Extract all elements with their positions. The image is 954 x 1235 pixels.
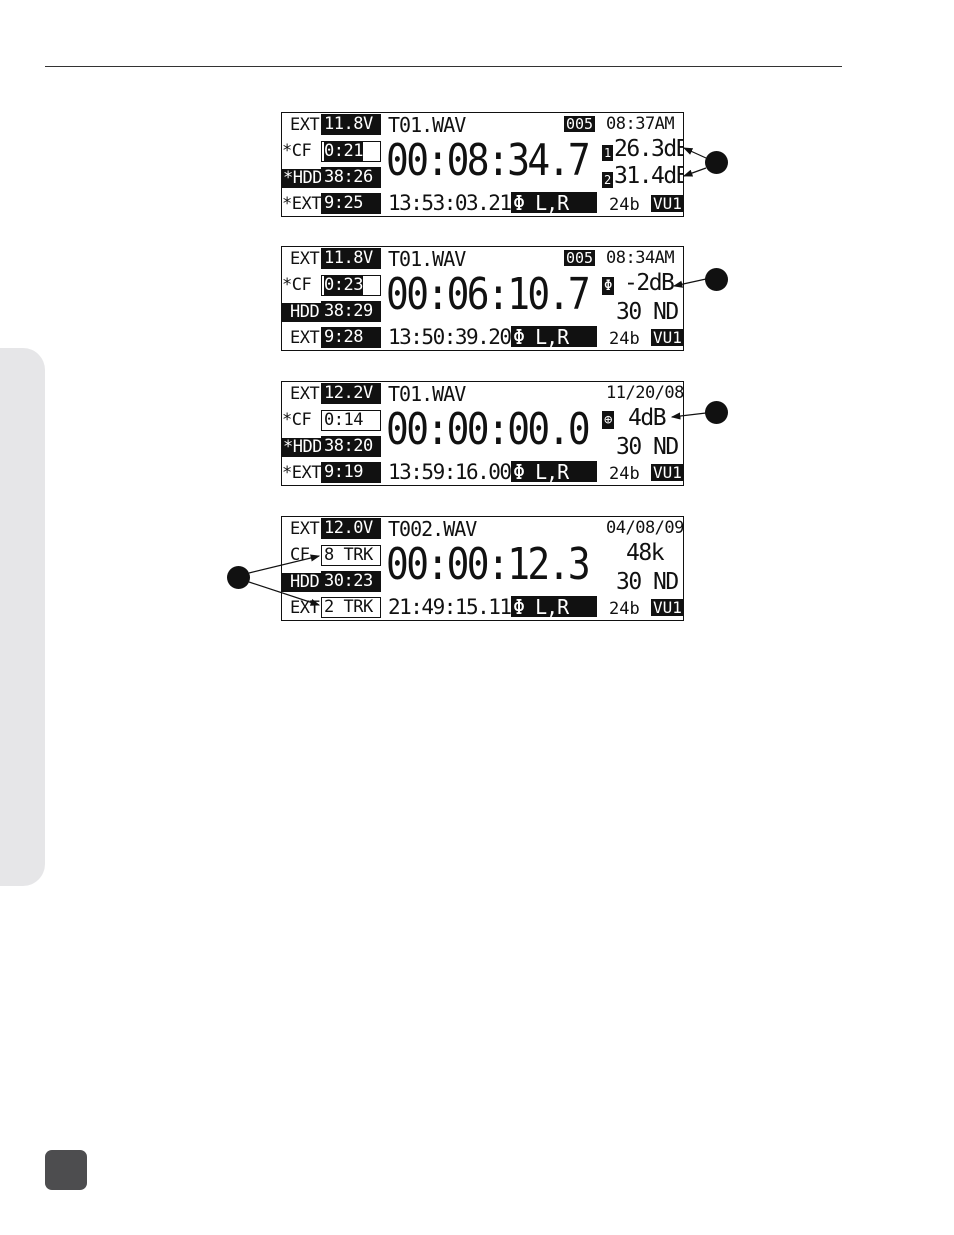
source-label: *HDD xyxy=(282,168,323,188)
lcd-screen-3: EXT 12.2V T01.WAV 11/20/08 *CF 0:14 *HDD… xyxy=(281,381,684,486)
timecode: 13:53:03.21 xyxy=(388,191,512,215)
lcd-screen-2: EXT 11.8V T01.WAV 005 08:34AM *CF 0:23 H… xyxy=(281,246,684,351)
vu-mode: VU1 xyxy=(651,194,683,213)
callout-marker xyxy=(705,151,728,174)
callout-arrow xyxy=(682,167,707,177)
phase-badge: Φ xyxy=(602,277,615,295)
source-label: EXT xyxy=(290,249,320,269)
header-rule xyxy=(45,66,842,67)
media-remaining: 30:23 xyxy=(321,571,381,592)
sample-rate-readout: 48k xyxy=(626,540,665,566)
source-label: EXT xyxy=(290,328,320,348)
media-remaining: 38:26 xyxy=(321,167,381,188)
source-label: HDD xyxy=(282,303,328,322)
source-label: *EXT xyxy=(282,194,321,214)
take-counter: 005 xyxy=(564,249,596,267)
battery-voltage: 11.8V xyxy=(321,248,381,269)
timecode: 13:59:16.00 xyxy=(388,460,512,484)
media-remaining: 38:29 xyxy=(321,301,381,322)
bit-depth: 24b xyxy=(609,599,640,619)
monitor-mode: Φ L,R xyxy=(511,461,597,482)
filter-readout: 30 ND xyxy=(616,569,679,595)
source-label: *CF xyxy=(282,141,312,161)
bit-depth: 24b xyxy=(609,329,640,349)
source-label: EXT xyxy=(290,519,320,539)
date: 04/08/09 xyxy=(606,518,684,538)
vu-mode: VU1 xyxy=(651,328,683,347)
linked-channels-badge: ⊕ xyxy=(602,411,615,429)
filter-readout: 30 ND xyxy=(616,299,679,325)
channel-badge: 1 xyxy=(602,145,614,161)
channel-badge: 2 xyxy=(602,172,614,188)
vu-mode: VU1 xyxy=(651,463,683,482)
track-count: 8 TRK xyxy=(321,545,381,566)
timecode: 21:49:15.11 xyxy=(388,595,512,619)
battery-voltage: 11.8V xyxy=(321,114,381,135)
media-remaining: 0:23 xyxy=(321,275,381,296)
elapsed-time: 00:06:10.7 xyxy=(386,269,591,320)
clock: 08:34AM xyxy=(606,248,675,268)
level-readout: -2dB xyxy=(624,270,675,296)
source-label: *HDD xyxy=(282,437,323,457)
track-count: 2 TRK xyxy=(321,597,381,618)
media-remaining: 0:14 xyxy=(321,410,381,431)
media-remaining: 9:19 xyxy=(321,462,381,483)
monitor-mode: Φ L,R xyxy=(511,192,597,213)
callout-arrow xyxy=(682,147,707,159)
date: 11/20/08 xyxy=(606,383,684,403)
filename: T01.WAV xyxy=(388,247,466,271)
media-remaining: 9:25 xyxy=(321,193,381,214)
clock: 08:37AM xyxy=(606,114,675,134)
filename: T01.WAV xyxy=(388,382,466,406)
lcd-screen-4: EXT 12.0V T002.WAV 04/08/09 CF 8 TRK HDD… xyxy=(281,516,684,621)
take-counter: 005 xyxy=(564,115,596,133)
source-label: *EXT xyxy=(282,463,321,483)
source-label: CF xyxy=(290,545,310,565)
page-number-box xyxy=(45,1150,87,1190)
elapsed-time: 00:00:00.0 xyxy=(386,404,591,455)
battery-voltage: 12.2V xyxy=(321,383,381,404)
filter-readout: 30 ND xyxy=(616,434,679,460)
source-label: EXT xyxy=(290,115,320,135)
media-remaining: 38:20 xyxy=(321,436,381,457)
callout-marker xyxy=(705,401,728,424)
level-readout: 4dB xyxy=(628,405,667,431)
source-label: EXT xyxy=(290,598,320,618)
media-remaining: 9:28 xyxy=(321,327,381,348)
filename: T002.WAV xyxy=(388,517,477,541)
vu-mode: VU1 xyxy=(651,598,683,617)
level-readout: 26.3dB xyxy=(614,136,684,162)
elapsed-time: 00:00:12.3 xyxy=(386,539,591,590)
callout-marker xyxy=(227,566,250,589)
level-readout: 31.4dB xyxy=(614,163,684,189)
timecode: 13:50:39.20 xyxy=(388,325,512,349)
filename: T01.WAV xyxy=(388,113,466,137)
battery-voltage: 12.0V xyxy=(321,518,381,539)
bit-depth: 24b xyxy=(609,464,640,484)
bit-depth: 24b xyxy=(609,195,640,215)
elapsed-time: 00:08:34.7 xyxy=(386,135,591,186)
monitor-mode: Φ L,R xyxy=(511,326,597,347)
source-label: *CF xyxy=(282,275,312,295)
source-label: EXT xyxy=(290,384,320,404)
lcd-screen-1: EXT 11.8V T01.WAV 005 08:37AM *CF 0:21 *… xyxy=(281,112,684,217)
monitor-mode: Φ L,R xyxy=(511,596,597,617)
side-tab xyxy=(0,348,45,886)
source-label: *CF xyxy=(282,410,312,430)
callout-marker xyxy=(705,268,728,291)
media-remaining: 0:21 xyxy=(321,141,381,162)
